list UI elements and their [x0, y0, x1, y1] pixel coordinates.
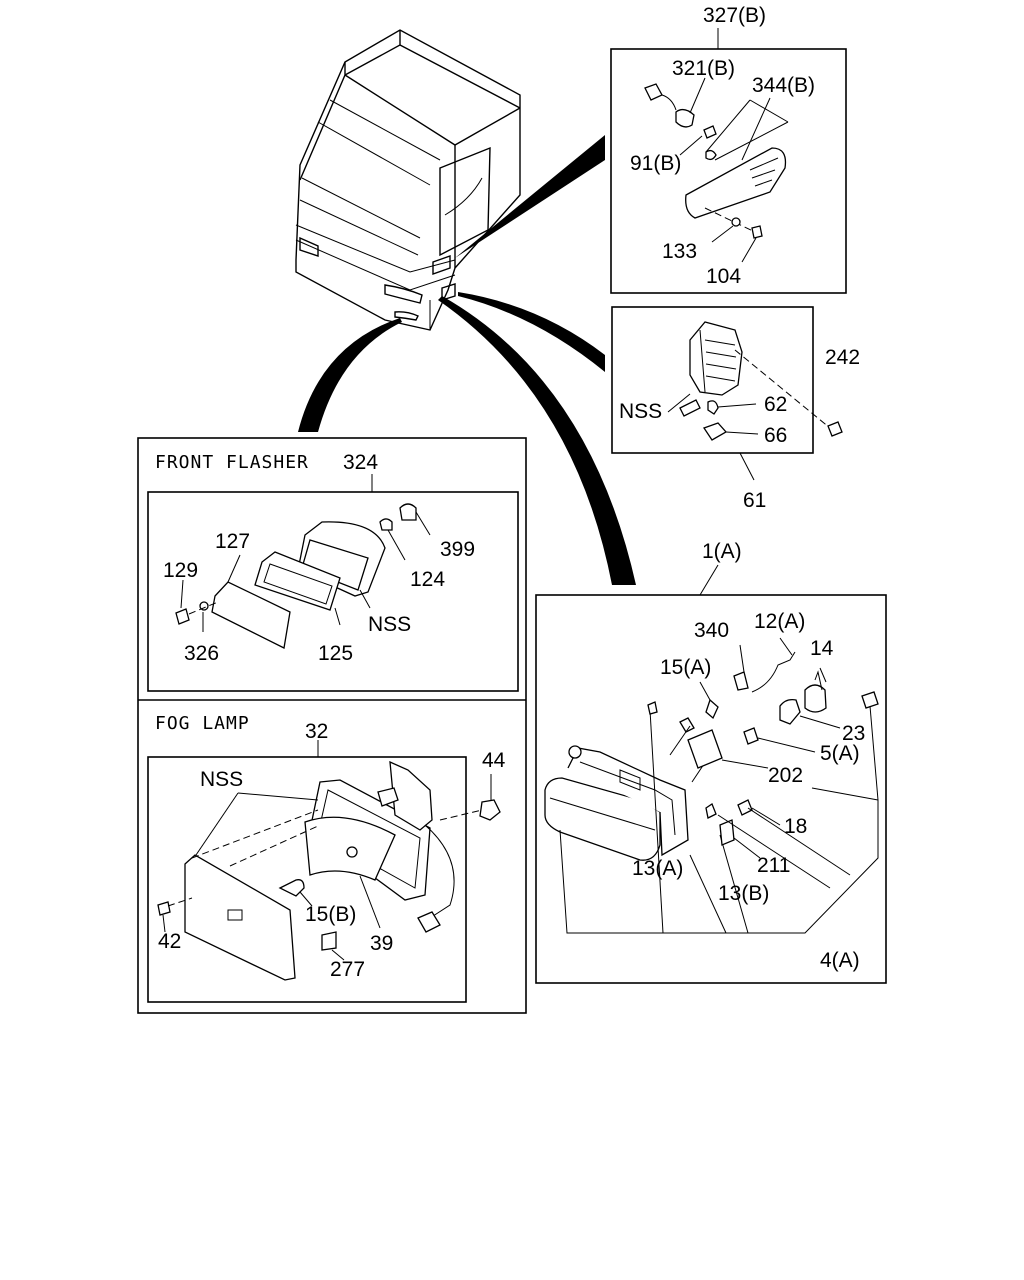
label-327b: 327(B) — [703, 4, 766, 27]
side-turn-lamp-assembly-box — [610, 28, 847, 294]
label-124: 124 — [410, 568, 445, 591]
label-32: 32 — [305, 720, 328, 743]
label-133: 133 — [662, 240, 697, 263]
label-321b: 321(B) — [672, 57, 735, 80]
leader-wedges — [298, 135, 636, 585]
label-326: 326 — [184, 642, 219, 665]
label-15b: 15(B) — [305, 903, 356, 926]
section-title-front-flasher: FRONT FLASHER — [155, 452, 309, 473]
label-399: 399 — [440, 538, 475, 561]
label-5a: 5(A) — [820, 742, 860, 765]
label-nss-side: NSS — [619, 400, 662, 423]
label-42: 42 — [158, 930, 181, 953]
label-129: 129 — [163, 559, 198, 582]
label-66: 66 — [764, 424, 787, 447]
label-13b: 13(B) — [718, 882, 769, 905]
label-39: 39 — [370, 932, 393, 955]
label-211: 211 — [757, 854, 790, 877]
label-13a: 13(A) — [632, 857, 683, 880]
label-18: 18 — [784, 815, 807, 838]
label-1a: 1(A) — [702, 540, 742, 563]
label-61: 61 — [743, 489, 766, 512]
label-23: 23 — [842, 722, 865, 745]
side-marker-lamp-box — [611, 306, 843, 481]
label-202: 202 — [768, 764, 803, 787]
label-4a: 4(A) — [820, 949, 860, 972]
label-344b: 344(B) — [752, 74, 815, 97]
headlamp-assembly-box — [535, 564, 887, 984]
label-14: 14 — [810, 637, 834, 660]
label-340: 340 — [694, 619, 729, 642]
box-327b-frame — [610, 48, 847, 294]
truck-cab-illustration — [295, 29, 521, 331]
label-44: 44 — [482, 749, 506, 772]
left-assemblies-frame — [137, 437, 527, 1014]
label-nss-flasher: NSS — [368, 613, 411, 636]
label-12a: 12(A) — [754, 610, 805, 633]
label-127: 127 — [215, 530, 250, 553]
label-242: 242 — [825, 346, 860, 369]
label-277: 277 — [330, 958, 365, 981]
front-flasher-assembly — [147, 474, 519, 692]
label-15a: 15(A) — [660, 656, 711, 679]
label-nss-fog: NSS — [200, 768, 243, 791]
fog-lamp-assembly — [147, 740, 501, 1003]
label-62: 62 — [764, 393, 787, 416]
box-61-frame — [611, 306, 814, 454]
label-104: 104 — [706, 265, 741, 288]
label-324: 324 — [343, 451, 378, 474]
callout-labels: 327(B) 321(B) 344(B) 91(B) 133 104 242 N… — [155, 4, 865, 981]
label-91b: 91(B) — [630, 152, 681, 175]
section-title-fog-lamp: FOG LAMP — [155, 713, 250, 734]
label-125: 125 — [318, 642, 353, 665]
